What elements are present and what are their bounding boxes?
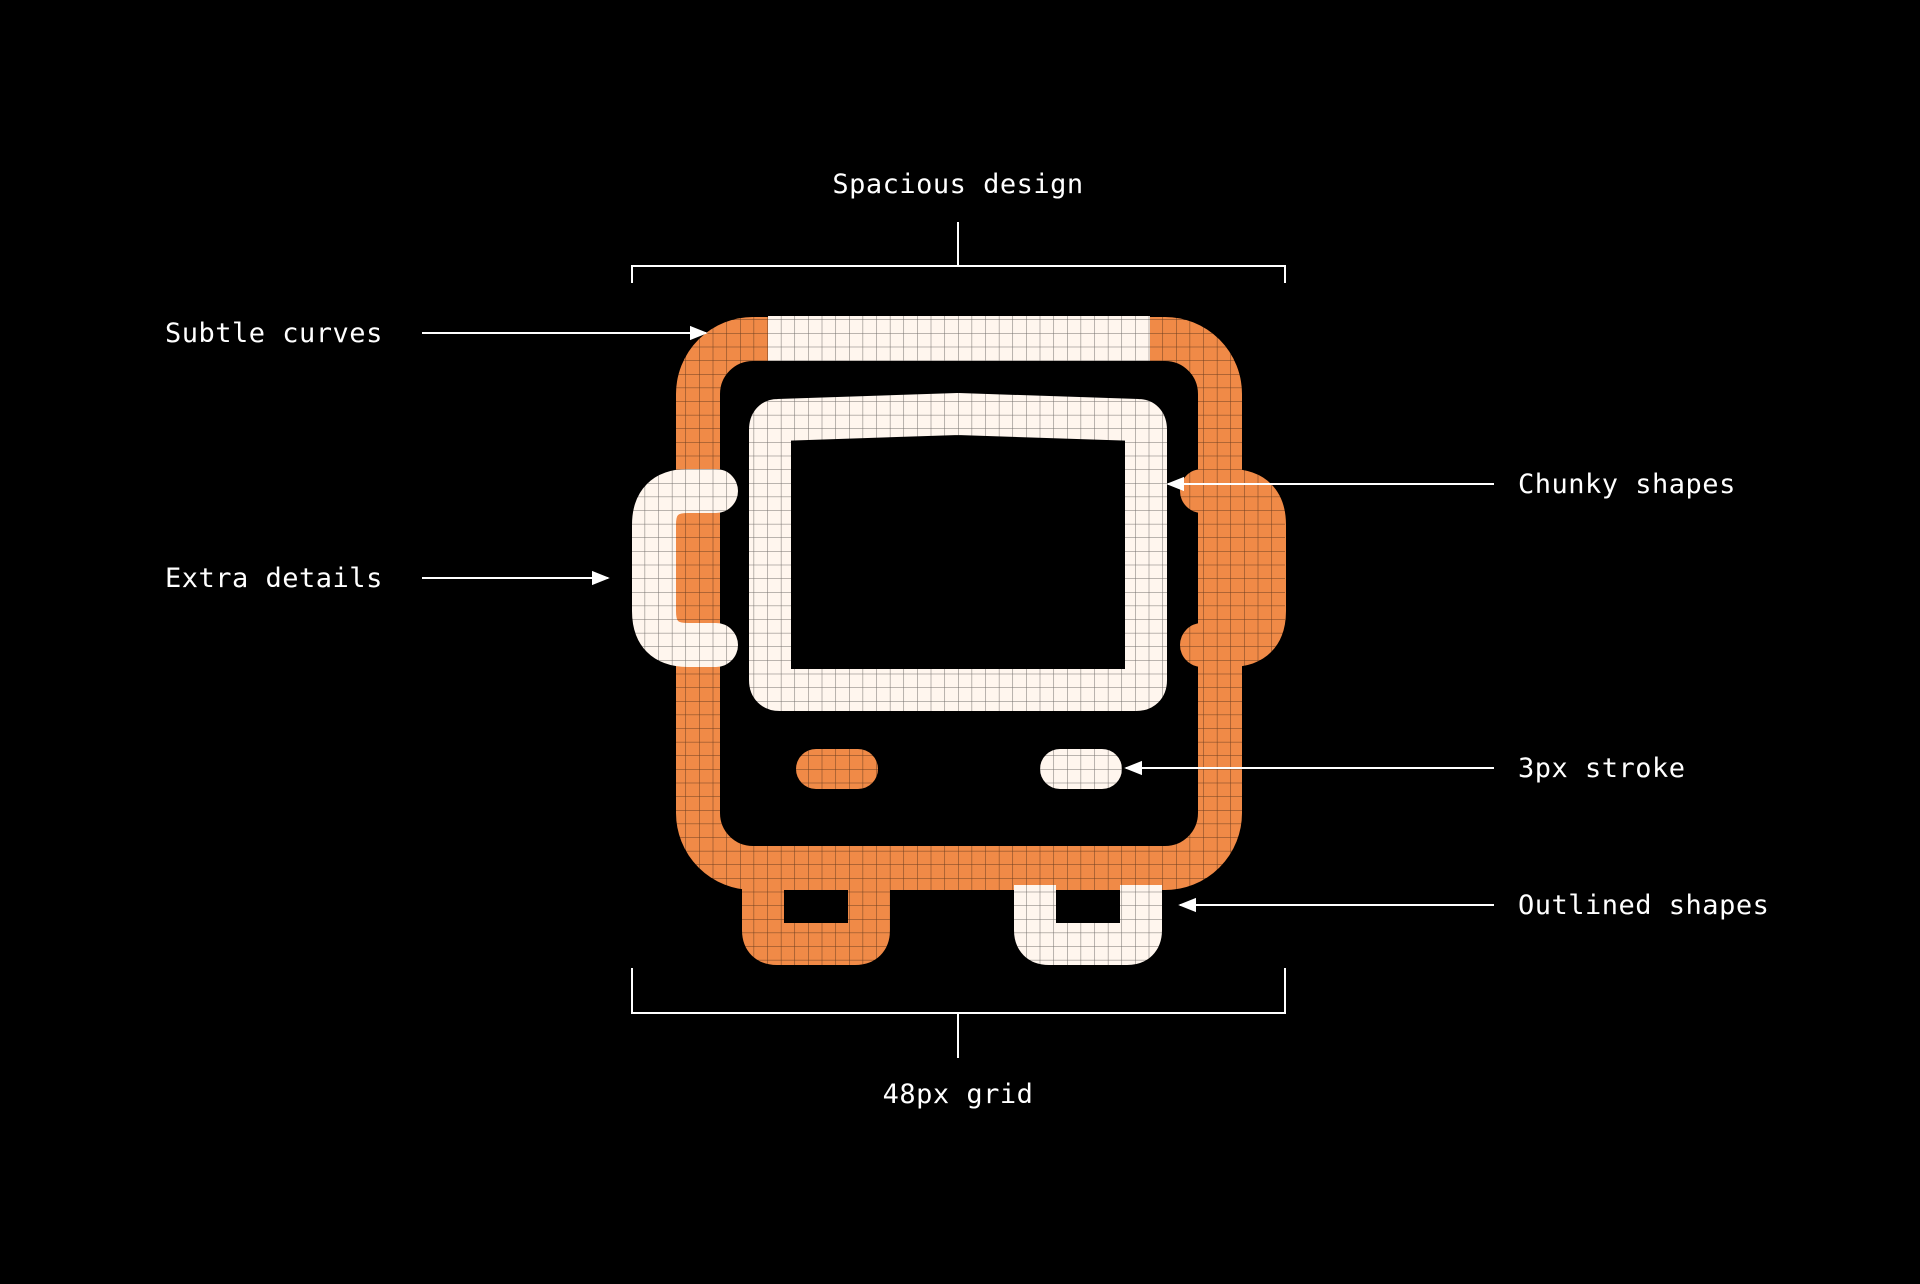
- label-extra-details: Extra details: [165, 563, 383, 594]
- annotation-arrows: [422, 325, 1494, 913]
- label-subtle-curves: Subtle curves: [165, 318, 383, 349]
- bus-icon: [631, 265, 1286, 1015]
- label-spacious-design: Spacious design: [832, 169, 1084, 200]
- label-outlined-shapes: Outlined shapes: [1518, 890, 1770, 921]
- frame-brackets: [631, 222, 1286, 1058]
- label-3px-stroke: 3px stroke: [1518, 753, 1686, 784]
- label-chunky-shapes: Chunky shapes: [1518, 469, 1736, 500]
- label-48px-grid: 48px grid: [882, 1079, 1034, 1110]
- icon-cell-overlay: [631, 265, 1285, 1015]
